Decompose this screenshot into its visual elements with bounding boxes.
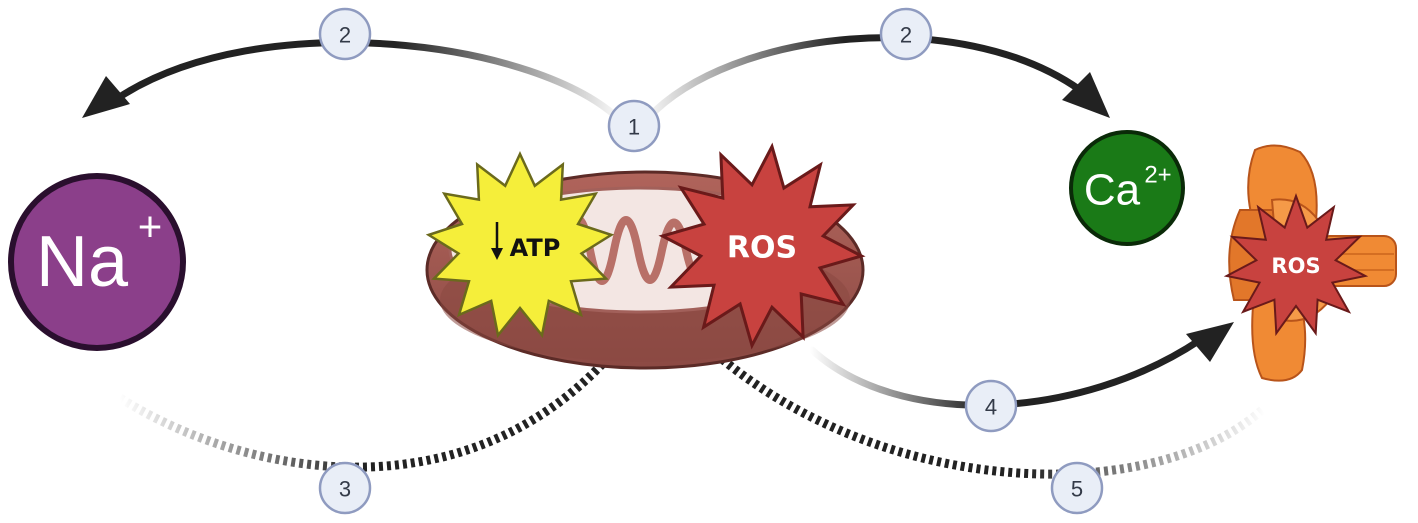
channel-ros-label: ROS (1271, 254, 1320, 278)
step-badge-3-circle (318, 461, 372, 515)
step-badge-3: 3 (318, 461, 372, 515)
atp-label: ATP (510, 234, 561, 262)
step-badge-1-circle (607, 99, 661, 153)
channel-ros-burst-shape (1223, 193, 1369, 337)
step-badge-2-left-circle (318, 7, 372, 61)
ion-channel: ROS (1223, 144, 1397, 382)
step-badge-2-left-label: 2 (339, 23, 351, 48)
step-badge-1-label: 1 (628, 115, 640, 140)
step-badge-1: 1 (607, 99, 661, 153)
atp-burst: ATP (425, 151, 615, 339)
arrow-step5-to-mitochondrion (686, 326, 1265, 479)
mitochondrial-ros-label: ROS (727, 231, 797, 266)
sodium-symbol: Na (36, 222, 129, 302)
step-badge-2-right-label: 2 (900, 23, 912, 48)
arrowhead-to-calcium (1062, 72, 1110, 118)
down-arrow-head-icon (491, 248, 503, 260)
sodium-charge: + (138, 203, 163, 250)
step-badge-5-label: 5 (1071, 477, 1083, 502)
step-badge-5: 5 (1050, 461, 1104, 515)
arrow-step1-to-calcium (644, 34, 1084, 122)
sodium-ion-circle (8, 173, 186, 351)
step-badge-4-label: 4 (985, 395, 997, 420)
sodium-ion: Na + (8, 173, 186, 351)
calcium-ion: Ca 2+ (1069, 130, 1185, 246)
mitochondrial-ros-burst: ROS (658, 142, 866, 350)
arrow-step3-to-mitochondrion (117, 335, 629, 472)
arrowhead-to-channel (1186, 322, 1234, 362)
calcium-symbol: Ca (1084, 166, 1141, 215)
calcium-charge: 2+ (1144, 162, 1171, 189)
arrowhead-to-sodium (82, 76, 130, 118)
arrow-step1-to-sodium (114, 39, 626, 126)
step-badge-5-circle (1050, 461, 1104, 515)
atp-burst-shape (425, 151, 615, 339)
step-badge-4: 4 (964, 379, 1018, 433)
step-badge-2-left: 2 (318, 7, 372, 61)
step-badge-2-right: 2 (879, 7, 933, 61)
calcium-ion-circle (1069, 130, 1185, 246)
step-badge-3-label: 3 (339, 477, 351, 502)
step-badge-2-right-circle (879, 7, 933, 61)
step-badge-4-circle (964, 379, 1018, 433)
mitochondrial-ros-burst-shape (658, 142, 866, 350)
